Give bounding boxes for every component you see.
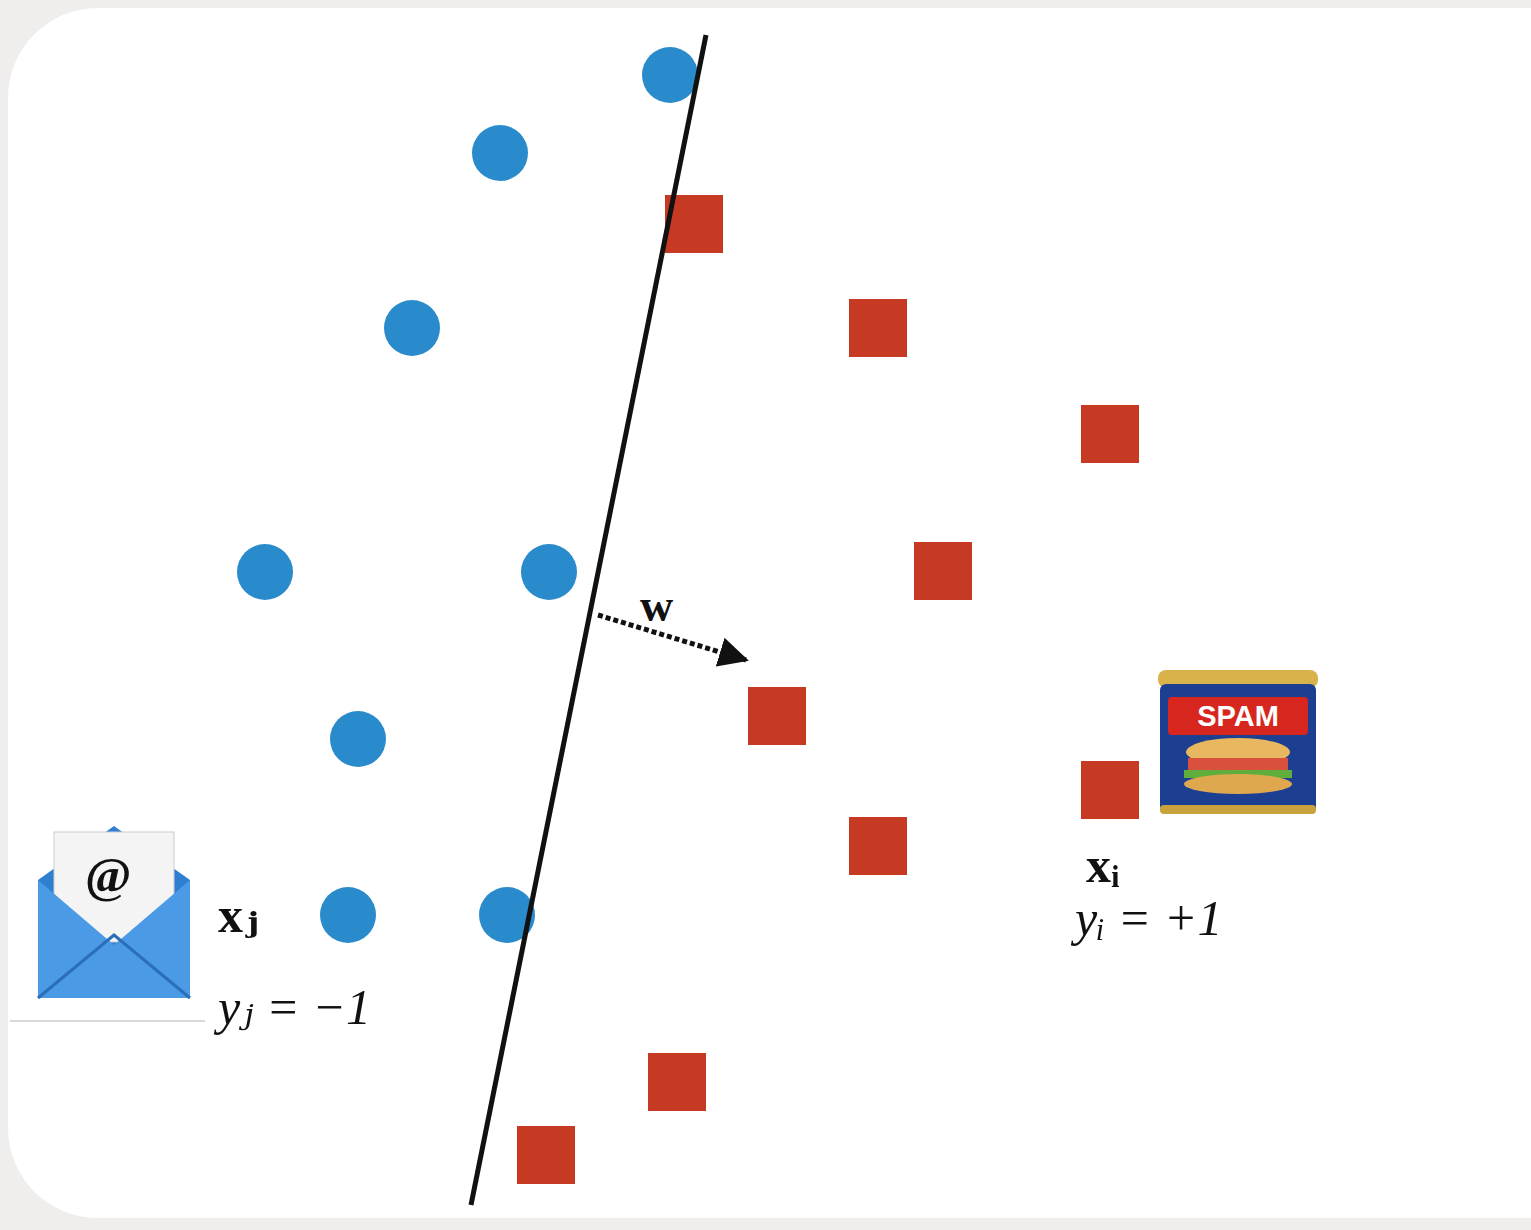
weight-label: w: [640, 583, 673, 629]
spam-can-icon: [1158, 670, 1318, 814]
panel: [8, 8, 1531, 1218]
email-symbol: @: [85, 850, 132, 900]
sample-name: xⱼ: [218, 890, 259, 940]
class-label: yⱼ = −1: [218, 982, 371, 1032]
can-brand: SPAM: [1197, 702, 1279, 731]
class-label: yᵢ = +1: [1075, 893, 1223, 943]
sample-name: xᵢ: [1086, 840, 1120, 890]
email-icon: [10, 826, 205, 1021]
negative-points: [237, 47, 698, 943]
decision-boundary: [471, 35, 706, 1205]
positive-points: [517, 195, 1139, 1184]
